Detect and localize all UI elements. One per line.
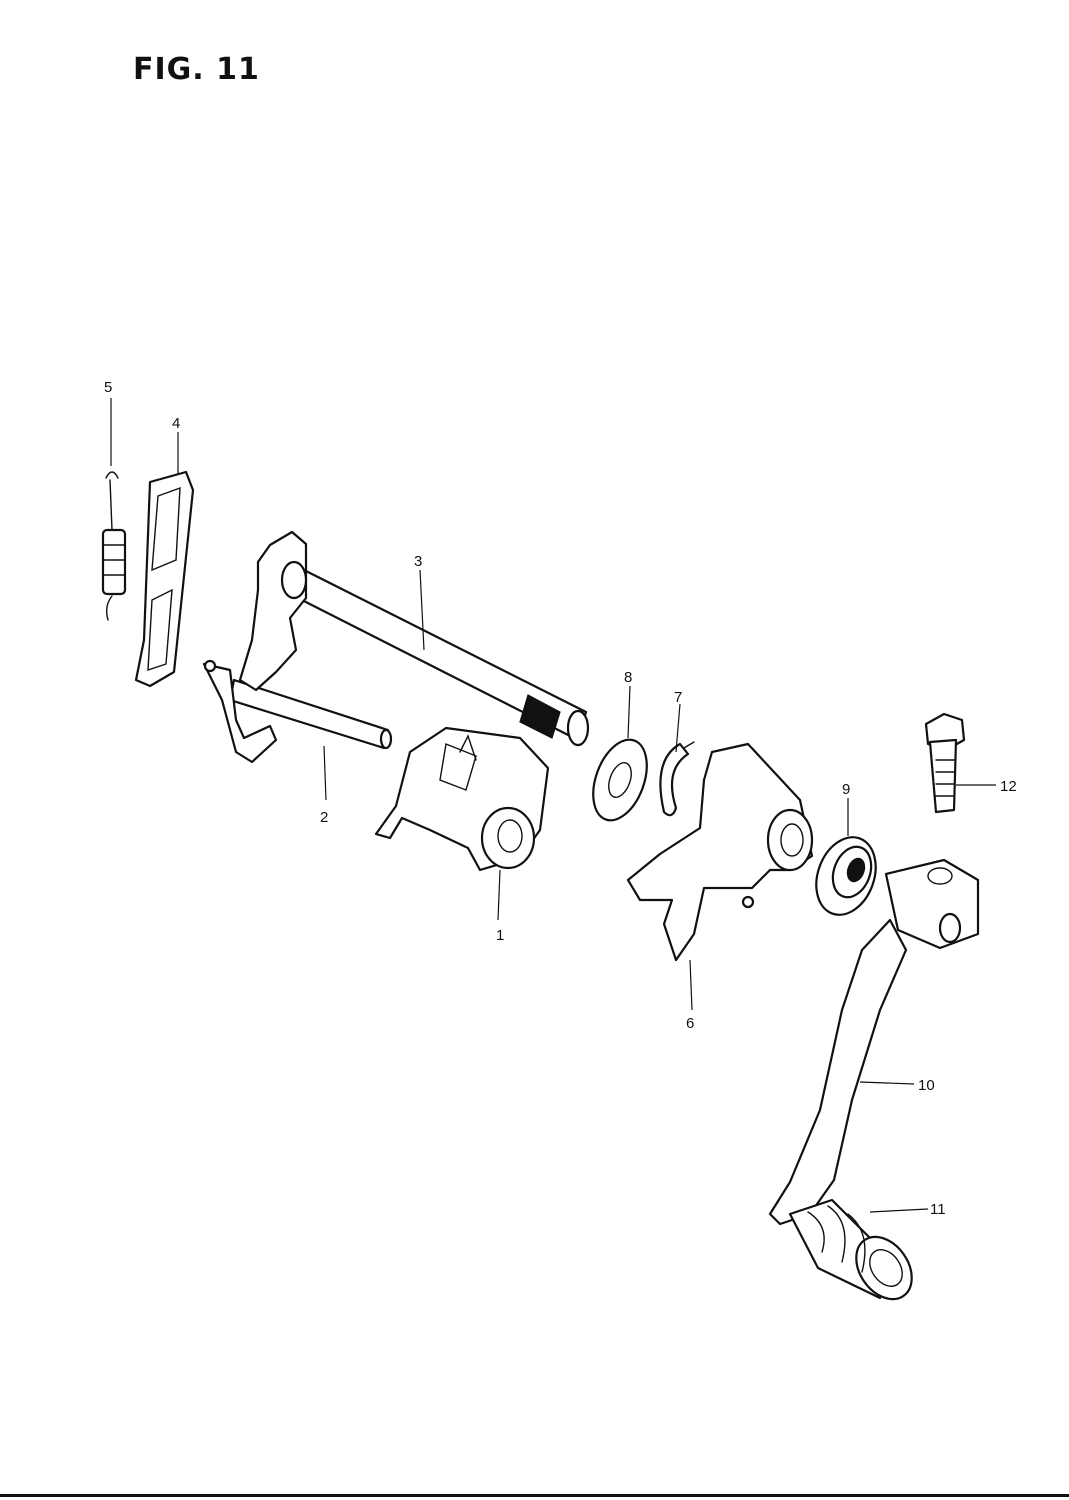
part-8-washer [592,738,648,822]
bottom-border [0,1494,1069,1497]
callout-6: 6 [686,1015,694,1032]
callout-11: 11 [930,1201,946,1218]
part-7-circlip [659,741,695,817]
part-12-bolt [924,712,966,814]
part-9-bearing [815,836,877,916]
part-2-shaft-arm [202,659,393,764]
part-1-cam-driven-gear [374,726,550,872]
callout-2: 2 [320,809,328,826]
callout-4: 4 [172,415,180,432]
part-10-gearshift-lever [768,858,980,1226]
part-11-pedal-rubber [788,1198,913,1301]
callout-12: 12 [1000,778,1017,795]
callout-7: 7 [674,689,682,706]
callout-5: 5 [104,379,112,396]
callout-9: 9 [842,781,850,798]
callout-1: 1 [496,927,504,944]
callout-3: 3 [414,553,422,570]
callout-10: 10 [918,1077,935,1094]
figure-title: FIG. 11 [133,52,260,87]
part-4-plate [134,470,195,688]
callout-labels: 5 4 3 2 1 6 7 8 9 10 11 12 [104,379,1017,1218]
part-6-shift-fork [626,742,814,962]
leader-lines [110,398,996,1213]
callout-8: 8 [624,669,632,686]
part-3-gearshift-shaft [238,530,590,747]
part-5-spring [101,471,127,621]
